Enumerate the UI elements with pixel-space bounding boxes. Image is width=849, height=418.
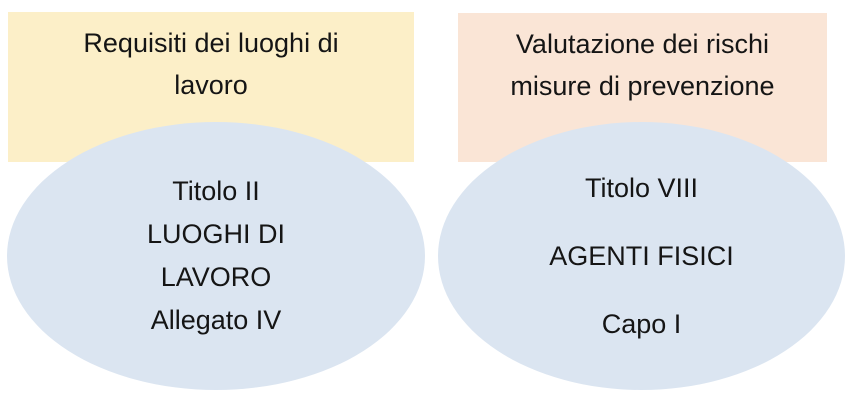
left-header-line-2: lavoro	[174, 70, 248, 100]
right-header-line-1: Valutazione dei rischi	[515, 29, 770, 59]
right-header-box: Valutazione dei rischi misure di prevenz…	[458, 13, 827, 162]
right-ellipse-line-2: AGENTI FISICI	[549, 241, 734, 271]
left-ellipse-line-2: LUOGHI DI	[146, 219, 286, 249]
right-ellipse-line-3: Capo I	[601, 309, 682, 339]
right-ellipse: Titolo VIII AGENTI FISICI Capo I	[438, 122, 845, 390]
left-ellipse-line-4: Allegato IV	[150, 305, 282, 335]
right-ellipse-line-1: Titolo VIII	[584, 173, 699, 203]
left-ellipse-line-3: LAVORO	[160, 262, 272, 292]
left-ellipse-line-1: Titolo II	[172, 176, 260, 206]
left-ellipse: Titolo II LUOGHI DI LAVORO Allegato IV	[7, 122, 425, 390]
left-header-line-1: Requisiti dei luoghi di	[83, 28, 339, 58]
right-header-line-2: misure di prevenzione	[510, 71, 775, 101]
